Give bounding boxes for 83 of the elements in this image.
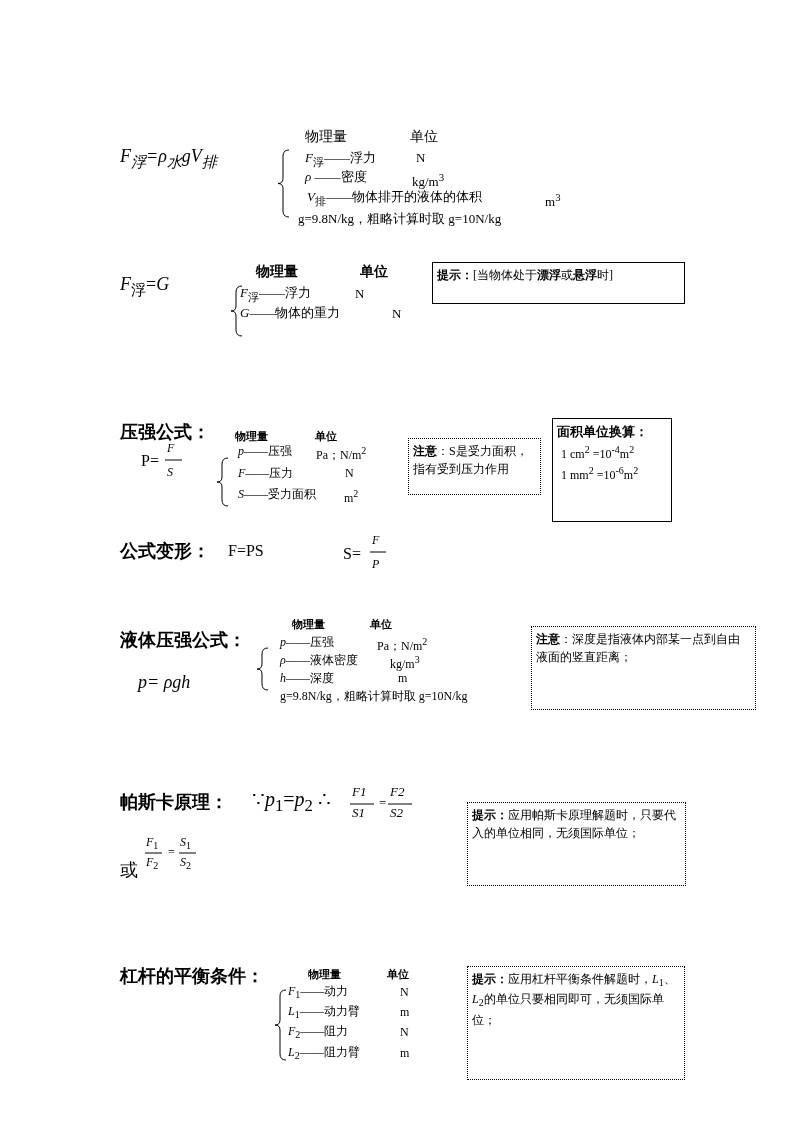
quantity-label: F$_{浮}$——浮力 <box>305 151 376 169</box>
column-heading: 物理量 <box>235 430 268 443</box>
fraction-denominator: S <box>167 466 173 480</box>
fraction-denominator: S1 <box>352 806 365 821</box>
column-heading: 单位 <box>360 264 388 281</box>
fraction-numerator: S$_{1}$ <box>180 836 191 852</box>
equals-sign: = <box>379 796 387 811</box>
unit-label: kg/m$^{3}$ <box>412 171 445 191</box>
unit-label: N <box>392 307 402 322</box>
formula: ∵p$_{1}$=p$_{2}$ ∴ <box>252 788 331 816</box>
unit-label: N <box>400 1026 409 1040</box>
section-heading: 液体压强公式： <box>120 630 246 651</box>
note-text: g=9.8N/kg，粗略计算时取 g=10N/kg <box>280 690 468 704</box>
box-heading: 面积单位换算： <box>557 423 649 441</box>
unit-label: m <box>398 672 408 686</box>
unit-label: N <box>400 986 409 1000</box>
quantity-label: F——压力 <box>238 467 294 481</box>
column-heading: 单位 <box>315 430 337 443</box>
unit-label: Pa；N/m$^{2}$ <box>377 636 428 654</box>
section-heading: 帕斯卡原理： <box>120 792 228 813</box>
unit-label: m <box>400 1047 410 1061</box>
fraction-numerator: F2 <box>390 785 405 800</box>
note-box <box>408 438 541 495</box>
quantity-label: F$_{浮}$——浮力 <box>240 286 311 304</box>
tip-box <box>467 802 686 886</box>
quantity-label: ρ——液体密度 <box>280 654 358 668</box>
unit-label: N <box>345 467 354 481</box>
unit-label: kg/m$^{3}$ <box>390 654 420 672</box>
quantity-label: L$_{2}$——阻力臂 <box>288 1046 360 1062</box>
formula: 或 <box>120 860 138 881</box>
quantity-label: F$_{1}$——动力 <box>288 985 349 1001</box>
note-text: 1 cm$^{2}$ =10$^{-4}$m$^{2}$ <box>560 442 636 463</box>
note-text: 注意：S是受力面积，指有受到压力作用 <box>413 443 529 478</box>
formula: P= <box>141 452 159 471</box>
fraction-denominator: S2 <box>390 806 403 821</box>
unit-label: N <box>416 151 426 166</box>
section-heading: 杠杆的平衡条件： <box>120 966 264 987</box>
formula: F=PS <box>228 542 264 561</box>
quantity-label: h——深度 <box>280 672 334 686</box>
formula: F$_{浮}$=G <box>120 274 170 299</box>
fraction-denominator: F$_{2}$ <box>146 856 159 872</box>
equals-sign: = <box>168 846 175 860</box>
tip-box <box>467 966 685 1080</box>
note-text: 提示：应用帕斯卡原理解题时，只要代入的单位相同，无须国际单位； <box>472 807 677 842</box>
column-heading: 物理量 <box>292 618 325 631</box>
conversion-box <box>552 418 672 522</box>
quantity-label: F$_{2}$——阻力 <box>288 1025 349 1041</box>
note-text: 提示：应用杠杆平衡条件解题时，L$_{1}$、L$_{2}$的单位只要相同即可，无须国际单位； <box>472 971 677 1029</box>
formula: p= ρgh <box>138 672 191 693</box>
quantity-label: G——物体的重力 <box>240 306 341 321</box>
tip-box <box>432 262 685 304</box>
fraction-numerator: F$_{1}$ <box>146 836 159 852</box>
fraction-denominator: S$_{2}$ <box>180 856 191 872</box>
quantity-label: p——压强 <box>280 636 334 650</box>
unit-label: m$^{2}$ <box>344 488 359 506</box>
section-heading: 压强公式： <box>120 422 210 443</box>
note-text: 注意：深度是指液体内部某一点到自由液面的竖直距离； <box>536 631 741 666</box>
note-text: 1 mm$^{2}$ =10$^{-6}$m$^{2}$ <box>560 463 640 484</box>
fraction-numerator: F <box>167 442 175 456</box>
formula: S= <box>343 545 361 564</box>
unit-label: Pa；N/m$^{2}$ <box>316 445 367 463</box>
quantity-label: V$_{排}$——物体排开的液体的体积 <box>307 190 482 208</box>
fraction-denominator: P <box>372 558 380 572</box>
formula: F$_{浮}$=ρ$_{水}$gV$_{排}$ <box>120 146 217 171</box>
fraction-numerator: F <box>372 534 380 548</box>
quantity-label: L$_{1}$——动力臂 <box>288 1005 360 1021</box>
note-text: 提示：[当物体处于漂浮或悬浮时] <box>437 267 614 284</box>
quantity-label: ρ ——密度 <box>305 170 367 185</box>
column-heading: 单位 <box>387 968 409 981</box>
quantity-label: S——受力面积 <box>238 488 316 502</box>
section-heading: 公式变形： <box>120 541 210 562</box>
note-text: g=9.8N/kg，粗略计算时取 g=10N/kg <box>298 212 502 227</box>
column-heading: 物理量 <box>305 129 347 146</box>
note-box <box>531 626 756 710</box>
quantity-label: p——压强 <box>238 445 292 459</box>
column-heading: 物理量 <box>256 264 298 281</box>
column-heading: 单位 <box>370 618 392 631</box>
fraction-numerator: F1 <box>352 785 367 800</box>
column-heading: 单位 <box>410 129 438 146</box>
unit-label: m$^{3}$ <box>545 191 561 211</box>
unit-label: N <box>355 287 365 302</box>
column-heading: 物理量 <box>308 968 341 981</box>
unit-label: m <box>400 1006 410 1020</box>
